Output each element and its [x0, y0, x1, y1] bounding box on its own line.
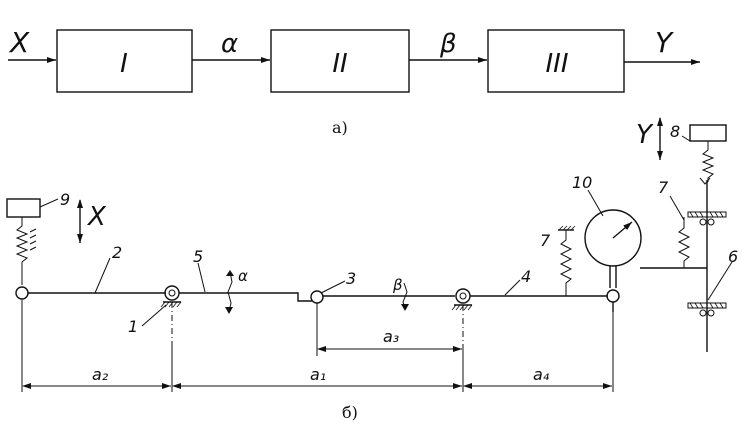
upper-bearing-ball-1 [699, 218, 707, 226]
spring-right [701, 141, 715, 182]
alpha-arrowhead-up [226, 270, 234, 276]
block-2 [270, 29, 410, 93]
alpha-rotation-arrow [227, 271, 233, 313]
dimension-label-a2: a₂ [92, 365, 109, 384]
part-label-7a: 7 [540, 231, 551, 250]
part-label-5: 5 [193, 247, 203, 266]
pivot-1-hatch [160, 301, 182, 308]
block-3-label: III [545, 49, 568, 79]
lower-bearing-ball-1 [699, 309, 707, 317]
dimension-label-a1: a₁ [310, 365, 326, 384]
dial-needle [612, 221, 633, 239]
block-diagram: X I α II β III Y а) [8, 26, 700, 137]
part-label-4: 4 [521, 267, 531, 286]
leader-10 [587, 189, 604, 217]
gauge-contact [606, 289, 620, 303]
spring-7-left [559, 230, 573, 296]
alpha-label: α [238, 267, 248, 285]
pivot-2-inner [459, 292, 467, 300]
upper-bearing-ball-2 [707, 218, 715, 226]
alpha-arrowhead-down [225, 307, 233, 314]
dimension-label-a3: a₃ [383, 327, 399, 346]
block-2-label: II [332, 49, 347, 79]
pivot-1-inner [168, 289, 176, 297]
part-label-1: 1 [128, 317, 138, 336]
beta-label: β [392, 276, 403, 294]
leader-5 [197, 262, 206, 293]
dimension-label-a4: a₄ [533, 365, 550, 384]
input-label: X [8, 26, 30, 59]
part-label-2: 2 [112, 243, 122, 262]
block-1-label: I [120, 49, 128, 79]
x-label: X [86, 202, 107, 232]
leader-9 [39, 198, 59, 208]
part-label-6: 6 [728, 247, 738, 266]
left-end-hinge [15, 286, 29, 300]
part-label-7b: 7 [658, 178, 669, 197]
spring-7-hatch [558, 225, 576, 231]
link-alpha-label: α [221, 29, 238, 59]
link-beta-label: β [439, 29, 457, 59]
block-3 [487, 29, 625, 93]
part-label-9: 9 [60, 190, 70, 209]
caption-b: б) [342, 403, 358, 422]
part-label-10: 10 [572, 173, 592, 192]
y-label: Y [636, 120, 654, 150]
leader-8 [681, 135, 691, 142]
leader-2 [94, 257, 111, 294]
spring-left-hatch [29, 228, 37, 251]
lower-guide-hatch [689, 302, 724, 309]
lower-guide [687, 302, 727, 309]
part-label-3: 3 [346, 269, 356, 288]
lever-5 [179, 292, 312, 302]
block-1 [56, 29, 193, 93]
pivot-1-outer [164, 285, 180, 301]
pivot-2-outer [455, 288, 471, 304]
leader-6 [707, 261, 733, 301]
part-label-8: 8 [670, 122, 680, 141]
beta-arrowhead [401, 304, 409, 311]
upper-guide-hatch [689, 211, 724, 218]
lower-bearing-ball-2 [707, 309, 715, 317]
spring-left [15, 217, 29, 285]
leader-7b [669, 195, 685, 221]
mechanism-diagram: 9 X 2 1 5 α 3 β [6, 117, 738, 422]
spring-7-right [677, 217, 691, 268]
sensor-box-left [6, 198, 41, 218]
pivot-2-hatch [451, 304, 473, 311]
leader-4 [504, 279, 521, 296]
upper-guide [687, 211, 727, 218]
caption-a: а) [332, 118, 348, 137]
spring-right-tip [699, 177, 711, 185]
output-label: Y [655, 26, 674, 59]
leader-3 [320, 280, 346, 294]
dial-gauge-10 [584, 209, 642, 267]
leader-1 [141, 304, 167, 327]
sensor-box-right [689, 124, 727, 142]
